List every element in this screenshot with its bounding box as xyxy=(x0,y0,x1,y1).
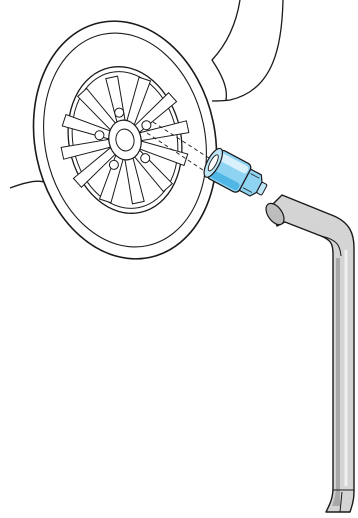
wheel-wrench-icon xyxy=(262,195,354,512)
wrench-body xyxy=(271,195,354,512)
wheel-icon xyxy=(12,4,238,276)
